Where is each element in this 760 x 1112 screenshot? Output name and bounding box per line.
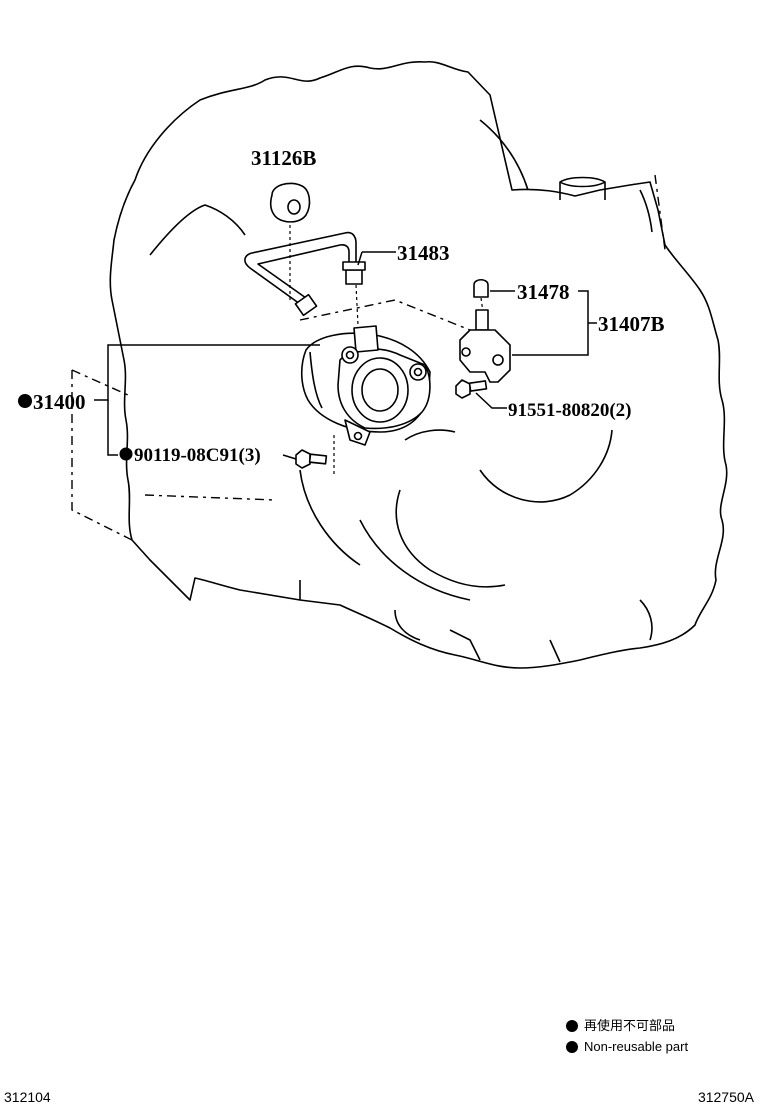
bleeder-plug-31407b xyxy=(459,309,511,383)
non-reusable-marker-icon xyxy=(18,394,32,408)
tube-31483 xyxy=(244,231,366,326)
part-label-31400: 31400 xyxy=(33,390,86,414)
legend: 再使用不可部品 Non-reusable part xyxy=(566,1015,688,1057)
filled-circle-icon xyxy=(566,1019,578,1032)
part-label-31483: 31483 xyxy=(397,241,450,265)
bleeder-cap-31478 xyxy=(473,278,489,313)
release-cylinder-31400 xyxy=(300,325,431,446)
filled-circle-icon xyxy=(566,1040,578,1053)
bolt-91551 xyxy=(455,379,488,399)
part-label-31126b: 31126B xyxy=(251,146,316,170)
figure-id-left: 312104 xyxy=(4,1089,51,1105)
figure-id-right: 312750A xyxy=(697,1089,754,1105)
leader-lines xyxy=(94,251,597,460)
legend-row-jp: 再使用不可部品 xyxy=(566,1015,688,1036)
legend-jp-text: 再使用不可部品 xyxy=(584,1018,676,1033)
reference-lines xyxy=(71,174,666,541)
part-label-31407b: 31407B xyxy=(598,312,665,336)
part-label-91551: 91551-80820(2) xyxy=(508,400,631,421)
part-label-31478: 31478 xyxy=(517,280,570,304)
non-reusable-marker-icon xyxy=(119,447,133,461)
legend-en-text: Non-reusable part xyxy=(584,1039,689,1054)
part-label-90119: 90119-08C91(3) xyxy=(134,445,261,466)
housing-outline xyxy=(109,60,728,669)
bolt-90119 xyxy=(295,435,335,475)
legend-row-en: Non-reusable part xyxy=(566,1036,688,1057)
